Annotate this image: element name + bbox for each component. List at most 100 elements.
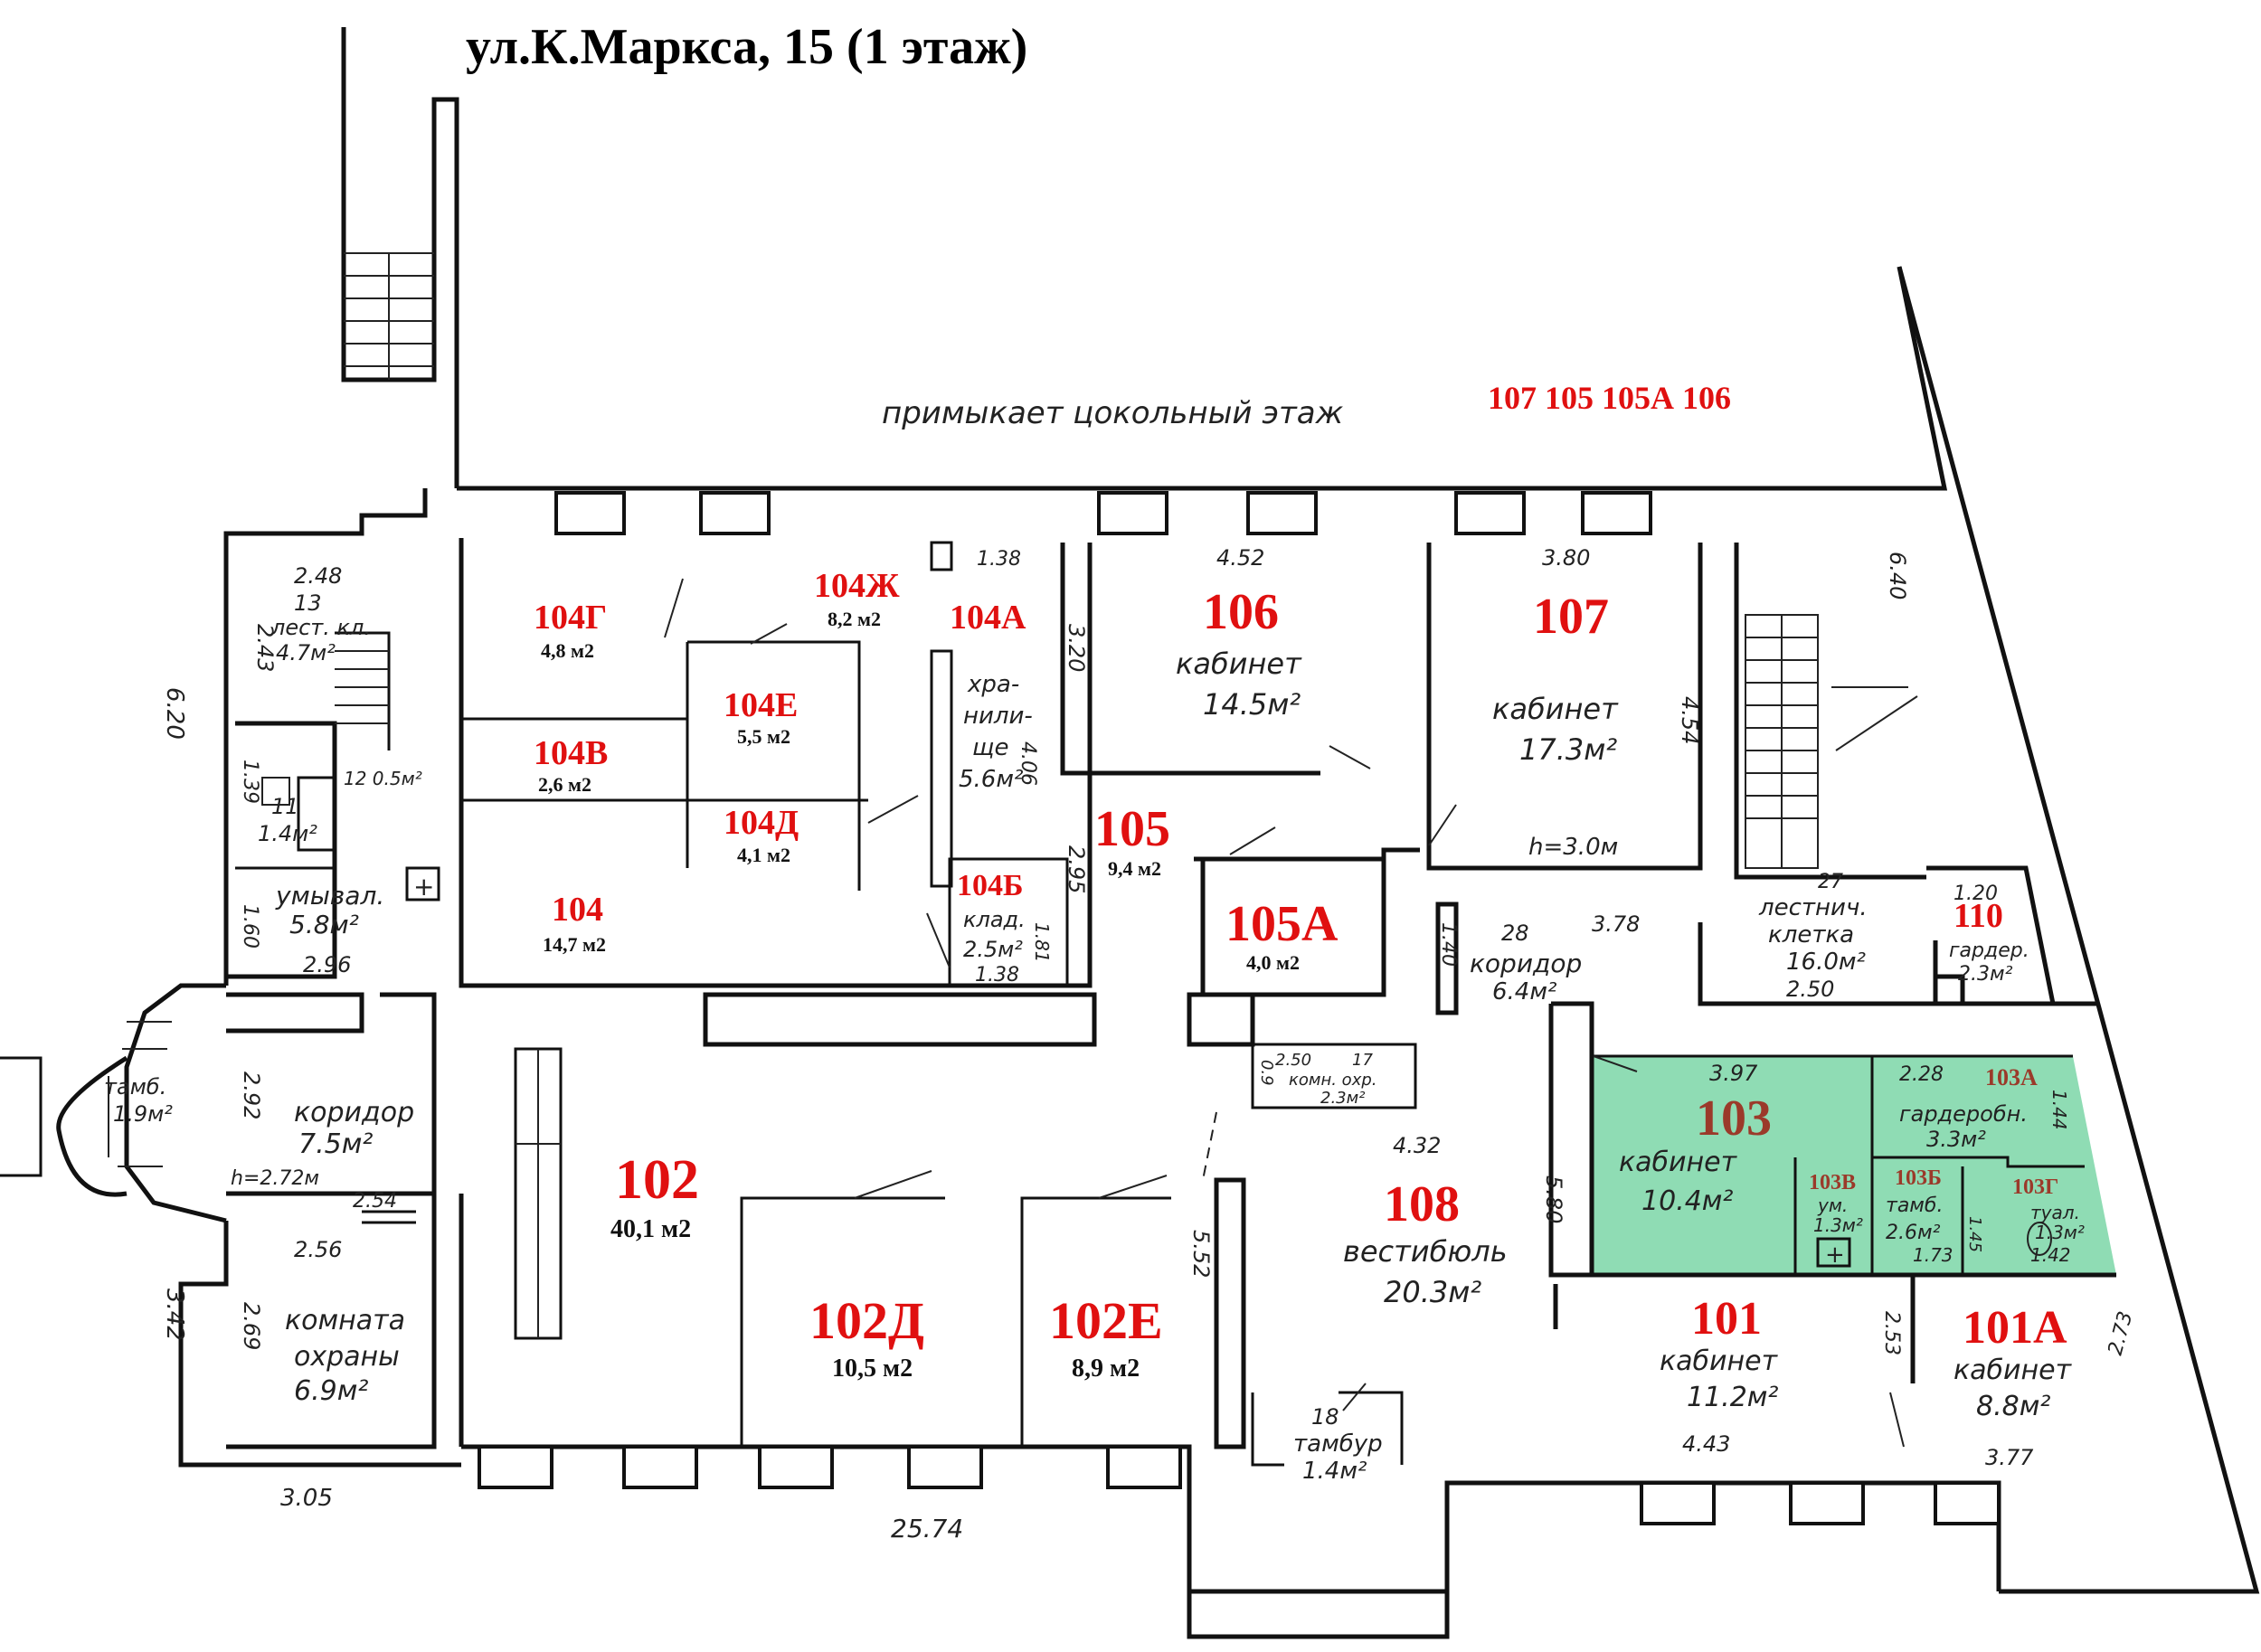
room-105-label: 105: [1094, 801, 1170, 857]
room-108-hw-2: 20.3м²: [1384, 1275, 1481, 1309]
room-102d: 102Д 10,5 м2: [809, 1291, 924, 1383]
room-103: 103 кабинет 10.4м²: [1619, 1090, 1772, 1217]
room-110-hw-2: 2.3м²: [1958, 963, 2013, 986]
stair27-hw-4: 16.0м²: [1786, 949, 1866, 976]
dim-2-96: 2.96: [303, 952, 351, 977]
room-104b-hw-2: 2.5м²: [963, 937, 1023, 962]
room-105-area: 9,4 м2: [1108, 857, 1161, 880]
dim-2-54: 2.54: [353, 1190, 397, 1213]
guard-small-hw-3: 2.3м²: [1320, 1089, 1365, 1108]
dim-1-42: 1.42: [2030, 1244, 2071, 1266]
room-104a-label: 104А: [950, 599, 1026, 637]
dim-6-20: 6.20: [161, 687, 188, 740]
stair27-hw-1: 27: [1818, 871, 1843, 893]
room-107: 107 кабинет 17.3м² h=3.0м: [1492, 589, 1619, 861]
guard-small-hw-1: 17: [1352, 1051, 1373, 1070]
room-101a-hw-2: 8.8м²: [1976, 1391, 2050, 1422]
room-104a-hw-1: хра-: [967, 671, 1019, 698]
tamb18-hw-2: тамбур: [1293, 1430, 1383, 1458]
basement-note: примыкает цокольный этаж: [882, 395, 1344, 431]
room-103b-hw-1: тамб.: [1886, 1194, 1943, 1217]
room-104e: 104Е 5,5 м2: [724, 686, 798, 748]
room-104d-area: 4,1 м2: [737, 844, 790, 866]
fixtures: + +: [261, 777, 2052, 1269]
dim-2-53: 2.53: [1880, 1311, 1903, 1355]
room-103-label: 103: [1696, 1090, 1772, 1147]
dim-3-97: 3.97: [1709, 1061, 1758, 1086]
tamb18-hw-1: 18: [1311, 1404, 1339, 1430]
room-104d: 104Д 4,1 м2: [724, 804, 799, 866]
room-107-hw-1: кабинет: [1492, 692, 1619, 726]
plan-title: ул.К.Маркса, 15 (1 этаж): [466, 19, 1027, 75]
room-104zh-area: 8,2 м2: [828, 608, 881, 630]
dim-1-73: 1.73: [1913, 1244, 1954, 1266]
room-104a-hw-2: нили-: [963, 703, 1033, 730]
stair13-hw-1: 13: [294, 590, 322, 616]
room-108-label: 108: [1384, 1176, 1460, 1232]
bottom-windows: [478, 1445, 2001, 1525]
dim-1-44: 1.44: [2048, 1090, 2070, 1130]
dim-1-38-bottom: 1.38: [975, 964, 1019, 986]
room-104: 104 14,7 м2: [543, 891, 606, 956]
dim-4-32: 4.32: [1393, 1133, 1441, 1158]
room-104g: 104Г 4,8 м2: [534, 599, 607, 662]
room-101: 101 кабинет 11.2м²: [1660, 1293, 1779, 1413]
dim-3-42: 3.42: [161, 1289, 188, 1341]
room-101-hw-2: 11.2м²: [1687, 1382, 1778, 1413]
dim-2-92: 2.92: [239, 1071, 264, 1119]
dim-2-73: 2.73: [2105, 1309, 2138, 1358]
room-104a-hw-4: 5.6м²: [959, 766, 1023, 793]
room-105a-area: 4,0 м2: [1246, 951, 1300, 974]
dim-2-95: 2.95: [1064, 845, 1089, 893]
room-103b-label: 103Б: [1895, 1166, 1942, 1190]
tamb18-hw-3: 1.4м²: [1302, 1458, 1367, 1485]
stair27-hw-2: лестнич.: [1758, 894, 1868, 921]
stair13-hw-3: 4.7м²: [276, 640, 336, 666]
room-102-label: 102: [615, 1149, 699, 1211]
dim-2-28: 2.28: [1899, 1063, 1944, 1086]
room-104g-area: 4,8 м2: [541, 639, 594, 662]
room-103-hw-1: кабинет: [1619, 1147, 1738, 1178]
room-103a-label: 103А: [1985, 1064, 2038, 1090]
dimension-labels: 2.48 2.43 6.20 1.39 1.60 2.96 2.92 2.54 …: [161, 545, 2137, 1543]
dim-2-48: 2.48: [294, 563, 342, 589]
room-104-area: 14,7 м2: [543, 933, 606, 956]
dim-2-43: 2.43: [252, 624, 278, 672]
interior-walls: [226, 538, 2116, 1467]
guard-hw-1: комната: [285, 1305, 405, 1336]
room-101a-hw-1: кабинет: [1954, 1355, 2073, 1386]
room-104b: 104Б клад. 2.5м²: [957, 869, 1026, 962]
room-104zh-label: 104Ж: [814, 567, 900, 605]
room-104d-label: 104Д: [724, 804, 799, 842]
dim-3-77: 3.77: [1985, 1445, 2034, 1470]
room-102e-area: 8,9 м2: [1072, 1355, 1140, 1383]
dim-3-80: 3.80: [1542, 545, 1590, 571]
room-102e-label: 102Е: [1049, 1291, 1163, 1350]
room-102e: 102Е 8,9 м2: [1049, 1291, 1163, 1383]
room-108: 108 вестибюль 20.3м²: [1343, 1176, 1508, 1309]
room-104v: 104В 2,6 м2: [534, 734, 608, 796]
room-104-label: 104: [552, 891, 603, 929]
corridor28-hw-2: коридор: [1470, 949, 1582, 978]
dim-4-54: 4.54: [1677, 696, 1702, 744]
room-103v: 103В ум. 1.3м²: [1809, 1171, 1863, 1236]
room-110: 110 гардер. 2.3м²: [1949, 897, 2029, 986]
dim-2-56: 2.56: [294, 1237, 342, 1262]
room-106-hw-2: 14.5м²: [1203, 687, 1301, 722]
room-103v-label: 103В: [1809, 1171, 1856, 1194]
room-103b-hw-2: 2.6м²: [1886, 1222, 1941, 1244]
dim-25-74: 25.74: [891, 1514, 963, 1543]
room-105a: 105А 4,0 м2: [1225, 896, 1339, 974]
dim-4-43: 4.43: [1682, 1431, 1730, 1457]
room-105a-label: 105А: [1225, 896, 1339, 952]
dim-5-52: 5.52: [1188, 1230, 1214, 1278]
basement-rooms: 107 105 105А 106: [1488, 380, 1731, 416]
dim-5-80: 5.80: [1541, 1175, 1566, 1223]
dim-1-20: 1.20: [1954, 883, 1998, 905]
tamb-left-hw-2: 1.9м²: [113, 1101, 173, 1127]
room-110-hw-1: гардер.: [1949, 939, 2029, 962]
room-103g-hw-2: 1.3м²: [2035, 1222, 2085, 1243]
room-104b-hw-1: клад.: [963, 907, 1026, 932]
room-106: 106 кабинет 14.5м²: [1176, 584, 1302, 722]
